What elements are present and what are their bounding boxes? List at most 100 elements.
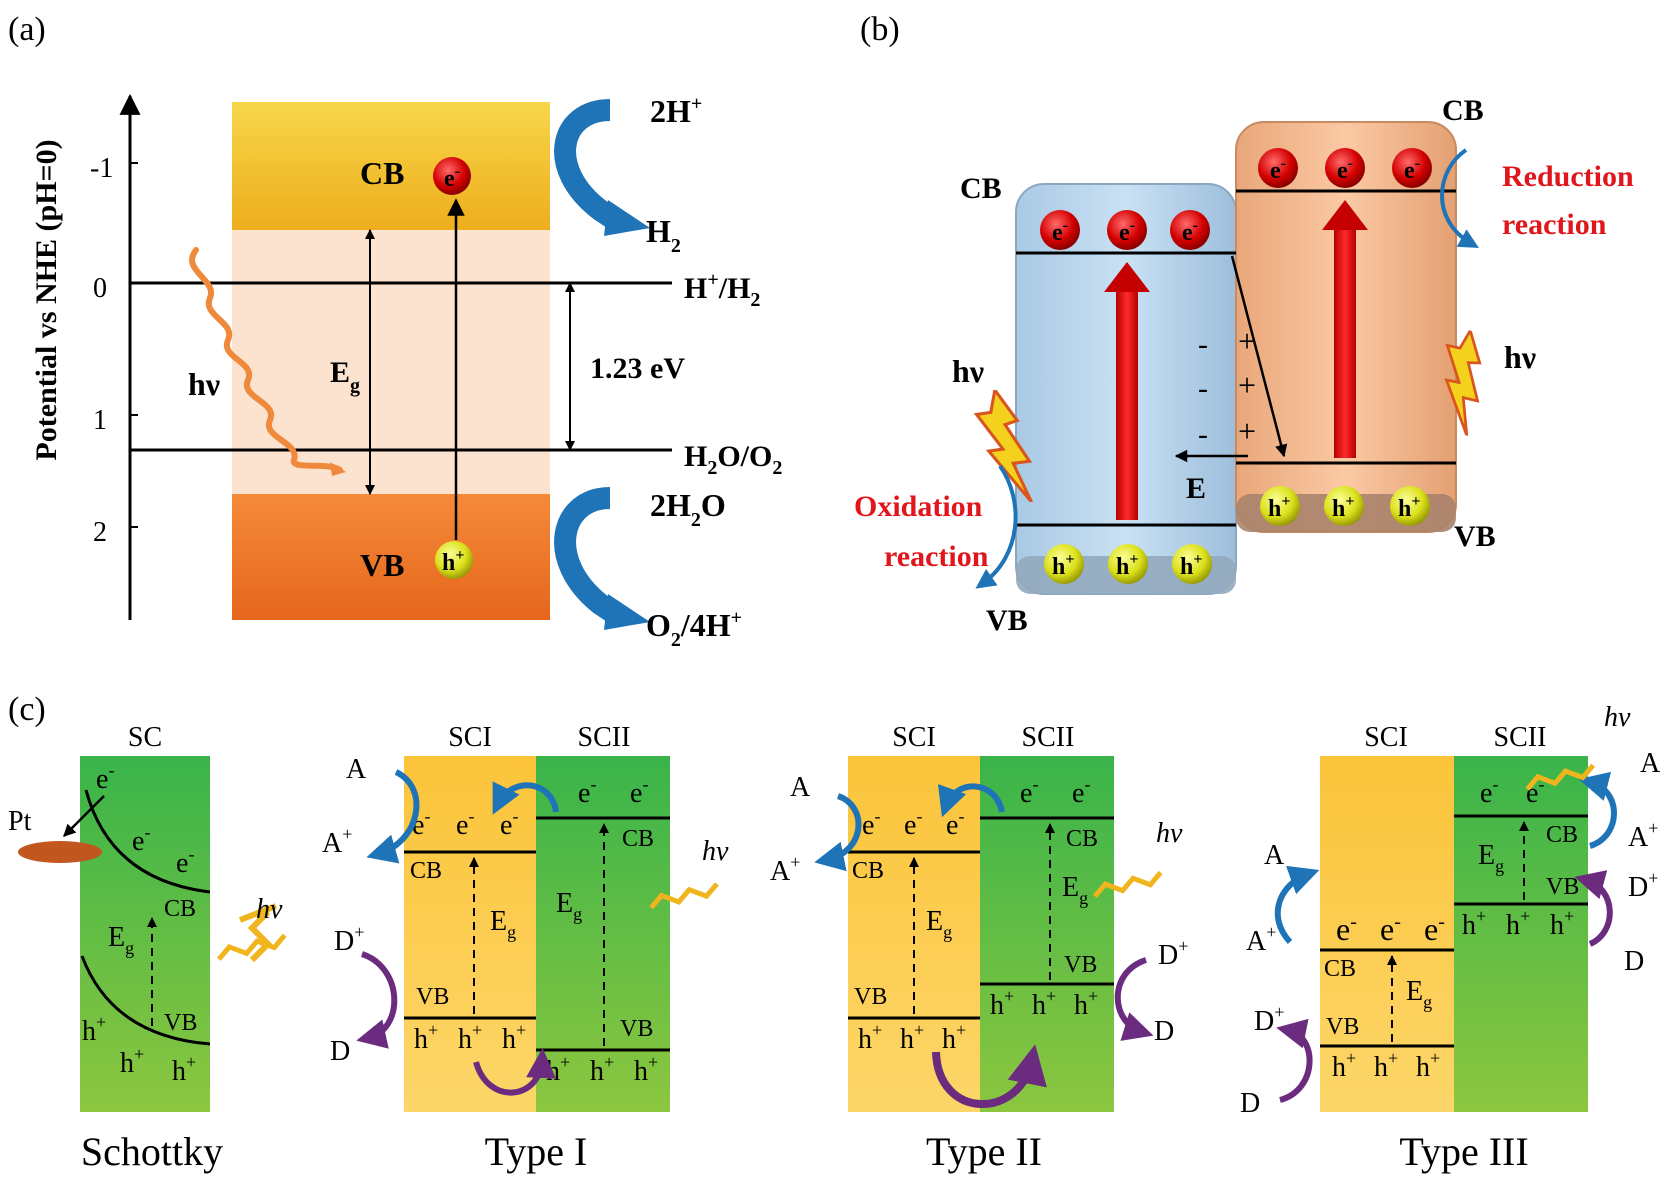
tick-label: 0 xyxy=(93,273,107,304)
electrons-right: e- e- e- xyxy=(1258,148,1432,188)
svg-text:Eg: Eg xyxy=(1478,840,1504,876)
svg-text:D+: D+ xyxy=(1158,936,1188,971)
svg-text:SCII: SCII xyxy=(1022,722,1075,753)
reduction-product: H2 xyxy=(646,213,681,257)
svg-text:-: - xyxy=(1198,418,1208,451)
svg-text:A+: A+ xyxy=(322,824,352,859)
hv-label: hν xyxy=(256,894,283,925)
svg-text:D: D xyxy=(330,1036,350,1067)
oxidation-product: O2/4H+ xyxy=(646,607,742,651)
tick-label: 1 xyxy=(93,405,107,436)
svg-text:VB: VB xyxy=(416,984,449,1010)
svg-text:e-: e- xyxy=(456,806,474,841)
svg-text:Eg: Eg xyxy=(1406,976,1432,1012)
svg-text:h+: h+ xyxy=(458,1020,482,1055)
type-ii-diagram: SCI SCII e- e- e- e- e- CB CB VB VB Eg E… xyxy=(770,722,1188,1174)
panel-a: (a) -1 0 1 2 Potential vs NHE (pH=0) H+/… xyxy=(8,11,782,651)
svg-text:A+: A+ xyxy=(770,852,800,887)
reduction-arrow-head xyxy=(604,200,650,236)
panel-c: (c) SC Pt e- e- e- CB VB Eg h+ h+ h+ hν … xyxy=(8,691,1661,1174)
svg-text:e-: e- xyxy=(1052,217,1068,246)
svg-text:e-: e- xyxy=(132,822,150,857)
holes-left: h+ h+ h+ xyxy=(1044,544,1212,584)
svg-text:SCI: SCI xyxy=(892,722,936,753)
svg-text:h+: h+ xyxy=(990,986,1014,1021)
svg-text:VB: VB xyxy=(1326,1014,1359,1040)
sci-block xyxy=(404,756,536,1112)
reduction-arrow xyxy=(1440,148,1479,248)
eg-label: Eg xyxy=(108,922,134,958)
svg-text:Eg: Eg xyxy=(1062,872,1088,908)
field-label: E xyxy=(1186,472,1206,505)
light-zigzag xyxy=(238,903,278,963)
svg-text:Eg: Eg xyxy=(926,906,952,942)
schottky-diagram: SC Pt e- e- e- CB VB Eg h+ h+ h+ hν Scho… xyxy=(8,722,287,1174)
svg-text:VB: VB xyxy=(1064,952,1097,978)
svg-text:A: A xyxy=(346,754,367,785)
svg-text:h+: h+ xyxy=(1398,493,1420,522)
svg-text:h+: h+ xyxy=(120,1044,144,1079)
cb-block xyxy=(232,102,550,230)
svg-text:CB: CB xyxy=(622,826,654,852)
vb-bent-band xyxy=(80,955,211,1046)
svg-text:A: A xyxy=(1640,748,1661,779)
svg-text:h+: h+ xyxy=(1180,551,1202,580)
vb-label-right: VB xyxy=(1454,520,1496,553)
svg-text:e-: e- xyxy=(1337,155,1353,184)
svg-text:hν: hν xyxy=(702,836,729,867)
scii-block xyxy=(980,756,1114,1112)
interface-charges: - - - + + + xyxy=(1198,323,1256,451)
light-wave-head xyxy=(330,462,346,476)
svg-text:VB: VB xyxy=(854,984,887,1010)
sci-block xyxy=(1320,756,1454,1112)
svg-text:SCII: SCII xyxy=(1494,722,1547,753)
svg-text:-: - xyxy=(1198,328,1208,361)
svg-text:A+: A+ xyxy=(1246,922,1276,957)
svg-text:D+: D+ xyxy=(1254,1002,1284,1037)
svg-text:h+: h+ xyxy=(1074,986,1098,1021)
cb-label: CB xyxy=(360,155,404,191)
excitation-arrow-left xyxy=(1104,262,1150,520)
svg-text:A: A xyxy=(1264,840,1285,871)
pt-metal xyxy=(18,841,102,863)
oxidation-arrow-head xyxy=(604,594,650,630)
sc-label: SC xyxy=(128,722,162,753)
cb-label-right: CB xyxy=(1442,94,1484,127)
svg-text:h+: h+ xyxy=(172,1052,196,1087)
svg-text:hν: hν xyxy=(1156,818,1183,849)
svg-text:D+: D+ xyxy=(1628,868,1658,903)
svg-text:e-: e- xyxy=(1020,774,1038,809)
svg-text:h+: h+ xyxy=(82,1012,106,1047)
h-plus-h2-label: H+/H2 xyxy=(684,269,760,311)
gap-label: 1.23 eV xyxy=(590,352,685,385)
oxidation-arrow xyxy=(554,487,625,626)
svg-text:e-: e- xyxy=(904,806,922,841)
hv-label: hν xyxy=(188,366,220,402)
svg-text:SCI: SCI xyxy=(1364,722,1408,753)
oxidation-arrow xyxy=(975,464,1018,589)
svg-text:+: + xyxy=(1238,323,1256,359)
svg-text:e-: e- xyxy=(862,806,880,841)
svg-text:h+: h+ xyxy=(1550,906,1574,941)
hv-label-left: hν xyxy=(952,353,984,389)
panel-a-label: (a) xyxy=(8,11,46,48)
vb-block xyxy=(232,494,550,620)
hv-label-right: hν xyxy=(1504,339,1536,375)
light-wave xyxy=(189,247,343,473)
reduction-arrow xyxy=(554,99,625,232)
svg-text:e-: e- xyxy=(1119,217,1135,246)
svg-text:h+: h+ xyxy=(414,1020,438,1055)
svg-text:A: A xyxy=(790,772,811,803)
svg-text:VB: VB xyxy=(1546,874,1579,900)
svg-text:CB: CB xyxy=(1546,822,1578,848)
svg-text:h+: h+ xyxy=(1332,493,1354,522)
svg-text:-: - xyxy=(1198,372,1208,405)
electron-transfer-arrow xyxy=(1230,255,1288,458)
svg-text:CB: CB xyxy=(410,858,442,884)
sc-block xyxy=(80,756,210,1112)
svg-text:e-: e- xyxy=(1380,911,1401,947)
svg-text:e-: e- xyxy=(1182,217,1198,246)
svg-text:CB: CB xyxy=(1324,956,1356,982)
svg-text:h+: h+ xyxy=(442,547,464,576)
